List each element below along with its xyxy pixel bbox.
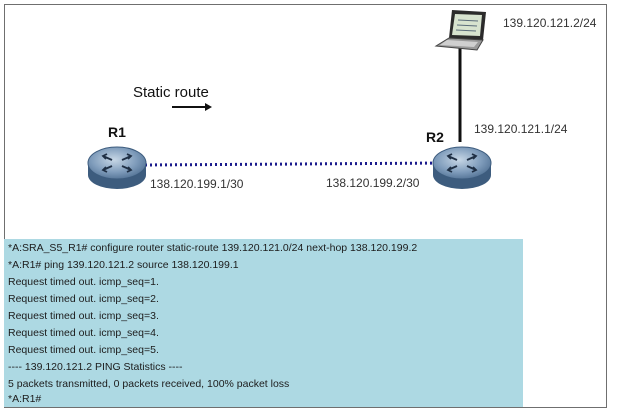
r1-r2-link — [144, 161, 449, 167]
r1-interface-ip: 138.120.199.1/30 — [150, 177, 244, 191]
static-route-arrow — [172, 103, 212, 111]
console-line: Request timed out. icmp_seq=1. — [8, 276, 159, 288]
router-r1-icon — [87, 146, 147, 189]
console-line: *A:SRA_S5_R1# configure router static-ro… — [8, 242, 418, 254]
console-line: Request timed out. icmp_seq=2. — [8, 293, 159, 305]
console-line: Request timed out. icmp_seq=5. — [8, 344, 159, 356]
r2-interface-ip: 138.120.199.2/30 — [326, 176, 420, 190]
network-diagram: Static route R1 R2 138.120.199.1/30 138.… — [87, 10, 597, 191]
console-line: *A:R1# — [8, 393, 42, 405]
router-r1-name: R1 — [108, 124, 126, 140]
cli-console: *A:SRA_S5_R1# configure router static-ro… — [4, 239, 523, 407]
console-line: ---- 139.120.121.2 PING Statistics ---- — [8, 361, 183, 373]
router-r2-icon — [432, 146, 492, 189]
laptop-ip: 139.120.121.2/24 — [503, 16, 597, 30]
laptop-icon — [434, 10, 486, 51]
console-line: 5 packets transmitted, 0 packets receive… — [8, 378, 290, 390]
static-route-label: Static route — [133, 84, 209, 101]
router-r2-name: R2 — [426, 129, 444, 145]
diagram-canvas — [87, 10, 492, 189]
console-line: *A:R1# ping 139.120.121.2 source 138.120… — [8, 259, 239, 271]
r2-lan-ip: 139.120.121.1/24 — [474, 122, 568, 136]
console-line: Request timed out. icmp_seq=3. — [8, 310, 159, 322]
console-line: Request timed out. icmp_seq=4. — [8, 327, 159, 339]
